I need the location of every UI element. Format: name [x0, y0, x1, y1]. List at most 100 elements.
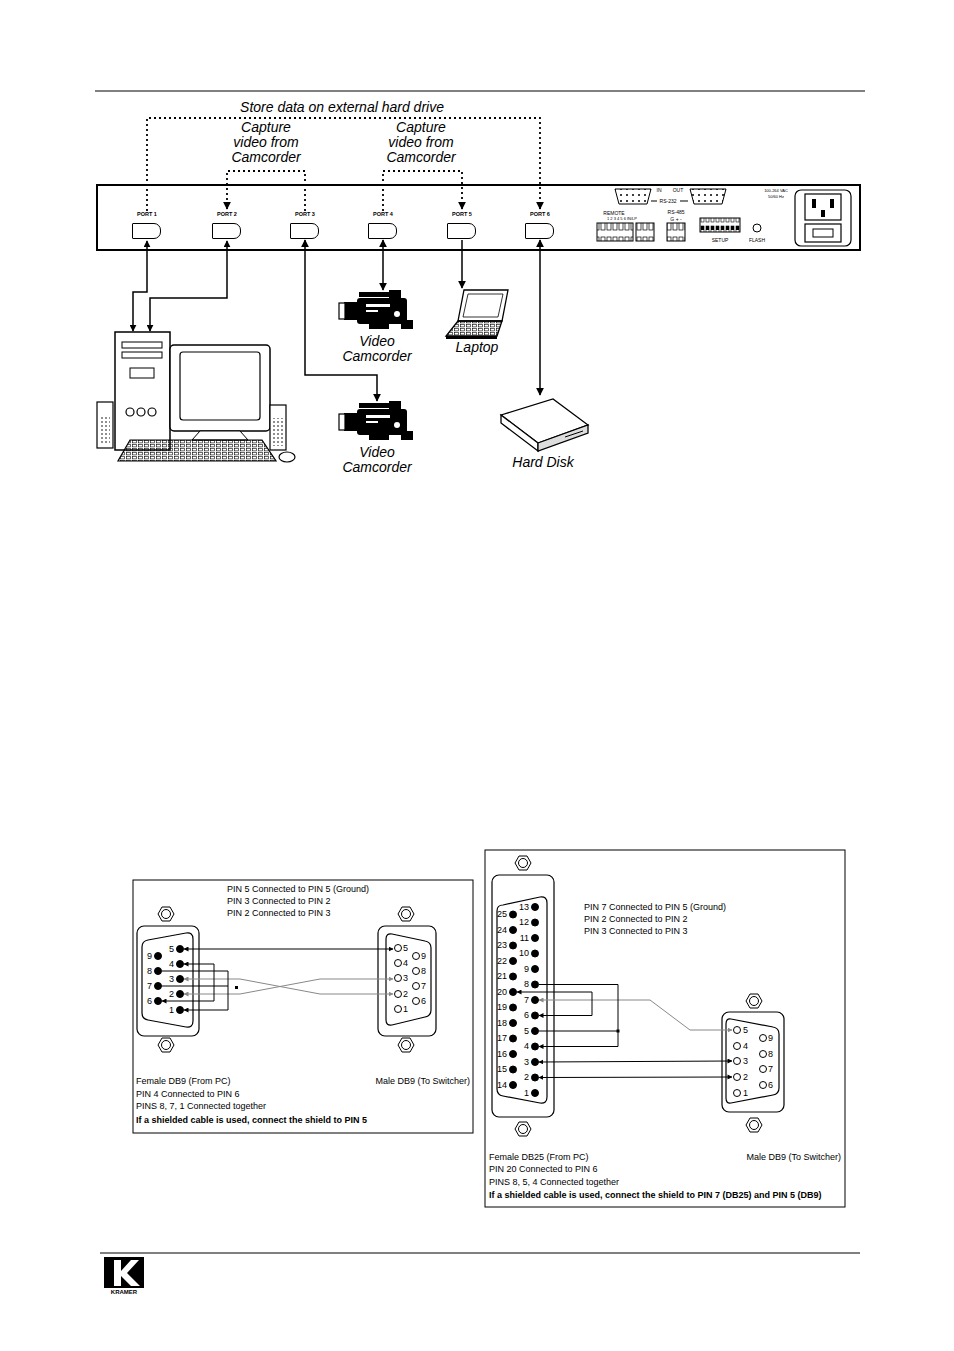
device-node: Video Camcorder [339, 401, 415, 475]
pin-dot [413, 998, 420, 1005]
port-socket [212, 223, 241, 239]
pin-number: 7 [421, 981, 426, 992]
panel-label: REMOTE [603, 210, 624, 216]
device-node: Laptop [442, 288, 512, 355]
pin-number: 4 [403, 958, 408, 969]
pin-number: 25 [497, 909, 507, 920]
pin-number: 1 [524, 1088, 529, 1099]
pin-dot [760, 1035, 767, 1042]
port-label: PORT 6 [530, 211, 550, 218]
pin-dot [510, 1004, 517, 1011]
device-label: Hard Disk [493, 455, 593, 470]
connector-caption: Male DB9 (To Switcher) [375, 1076, 470, 1087]
connector-caption: Female DB9 (From PC) [136, 1076, 231, 1087]
panel-label: FLASH [749, 237, 765, 243]
pin-dot [532, 950, 539, 957]
pin-dot [760, 1051, 767, 1058]
pin-dot [510, 1066, 517, 1073]
pin-dot [510, 911, 517, 918]
pin-number: 8 [768, 1049, 773, 1060]
pin-number: 7 [768, 1064, 773, 1075]
pin-dot [532, 904, 539, 911]
pin-note: PIN 3 Connected to PIN 3 [584, 926, 688, 937]
pin-number: 17 [497, 1033, 507, 1044]
port-node: PORT 2 [205, 211, 249, 240]
port-socket [368, 223, 397, 239]
pin-number: 20 [497, 987, 507, 998]
pin-number: 3 [524, 1057, 529, 1068]
panel-label: 1 2 3 4 5 6 IN/LP [607, 217, 637, 222]
pin-dot [532, 1090, 539, 1097]
pin-dot [532, 919, 539, 926]
pin-note: PINS 8, 7, 1 Connected together [136, 1101, 266, 1112]
route-label: Capture video from Camcorder [380, 120, 462, 165]
pin-note: PIN 2 Connected to PIN 2 [584, 914, 688, 925]
pin-dot [532, 966, 539, 973]
pin-dot [395, 975, 402, 982]
pin-dot [510, 973, 517, 980]
pin-note: PIN 5 Connected to PIN 5 (Ground) [227, 884, 369, 895]
port-socket [132, 223, 161, 239]
device-node: Hard Disk [493, 395, 593, 470]
pin-number: 5 [743, 1025, 748, 1036]
pin-dot [532, 1074, 539, 1081]
pin-dot [395, 1006, 402, 1013]
port-label: PORT 2 [217, 211, 237, 218]
pin-number: 23 [497, 940, 507, 951]
pin-number: 1 [743, 1088, 748, 1099]
pin-number: 9 [147, 951, 152, 962]
pin-dot [532, 997, 539, 1004]
pin-number: 19 [497, 1002, 507, 1013]
pin-dot [177, 991, 184, 998]
pin-number: 5 [403, 943, 408, 954]
shield-note: If a shielded cable is used, connect the… [489, 1190, 822, 1201]
pin-number: 16 [497, 1049, 507, 1060]
pin-number: 2 [743, 1072, 748, 1083]
dotted-route [227, 171, 305, 211]
shield-note: If a shielded cable is used, connect the… [136, 1115, 367, 1126]
panel-label: 50/60 Hz [768, 195, 784, 200]
pin-dot [395, 991, 402, 998]
pin-dot [532, 1059, 539, 1066]
pin-number: 1 [169, 1005, 174, 1016]
port-node: PORT 1 [125, 211, 169, 240]
pin-number: 3 [169, 974, 174, 985]
route-label: Capture video from Camcorder [225, 120, 307, 165]
pin-dot [510, 942, 517, 949]
port-label: PORT 1 [137, 211, 157, 218]
pin-number: 18 [497, 1018, 507, 1029]
logo-text: KRAMER [111, 1289, 137, 1296]
pin-number: 6 [524, 1010, 529, 1021]
port-node: PORT 3 [283, 211, 327, 240]
pin-number: 2 [169, 989, 174, 1000]
pin-number: 2 [524, 1072, 529, 1083]
panel-label: RS-485 [668, 209, 685, 215]
cable-line [539, 240, 541, 395]
panel-label: IN [657, 187, 662, 193]
pin-dot [734, 1074, 741, 1081]
pin-dot [395, 960, 402, 967]
pin-dot [510, 1051, 517, 1058]
pin-note: PIN 2 Connected to PIN 3 [227, 908, 331, 919]
pin-dot [155, 968, 162, 975]
pin-number: 4 [169, 959, 174, 970]
connector-caption: Male DB9 (To Switcher) [746, 1152, 841, 1163]
pin-dot [510, 958, 517, 965]
pin-note: PIN 3 Connected to PIN 2 [227, 896, 331, 907]
pin-dot [510, 1035, 517, 1042]
pin-number: 7 [524, 995, 529, 1006]
port-socket [447, 223, 476, 239]
pin-dot [413, 968, 420, 975]
pin-dot [413, 953, 420, 960]
port-label: PORT 3 [295, 211, 315, 218]
pin-number: 5 [524, 1026, 529, 1037]
pin-number: 1 [403, 1004, 408, 1015]
pin-number: 21 [497, 971, 507, 982]
pin-number: 6 [421, 996, 426, 1007]
pin-number: 8 [147, 966, 152, 977]
dotted-route [383, 171, 462, 211]
cable-line [382, 240, 384, 290]
pin-dot [155, 953, 162, 960]
